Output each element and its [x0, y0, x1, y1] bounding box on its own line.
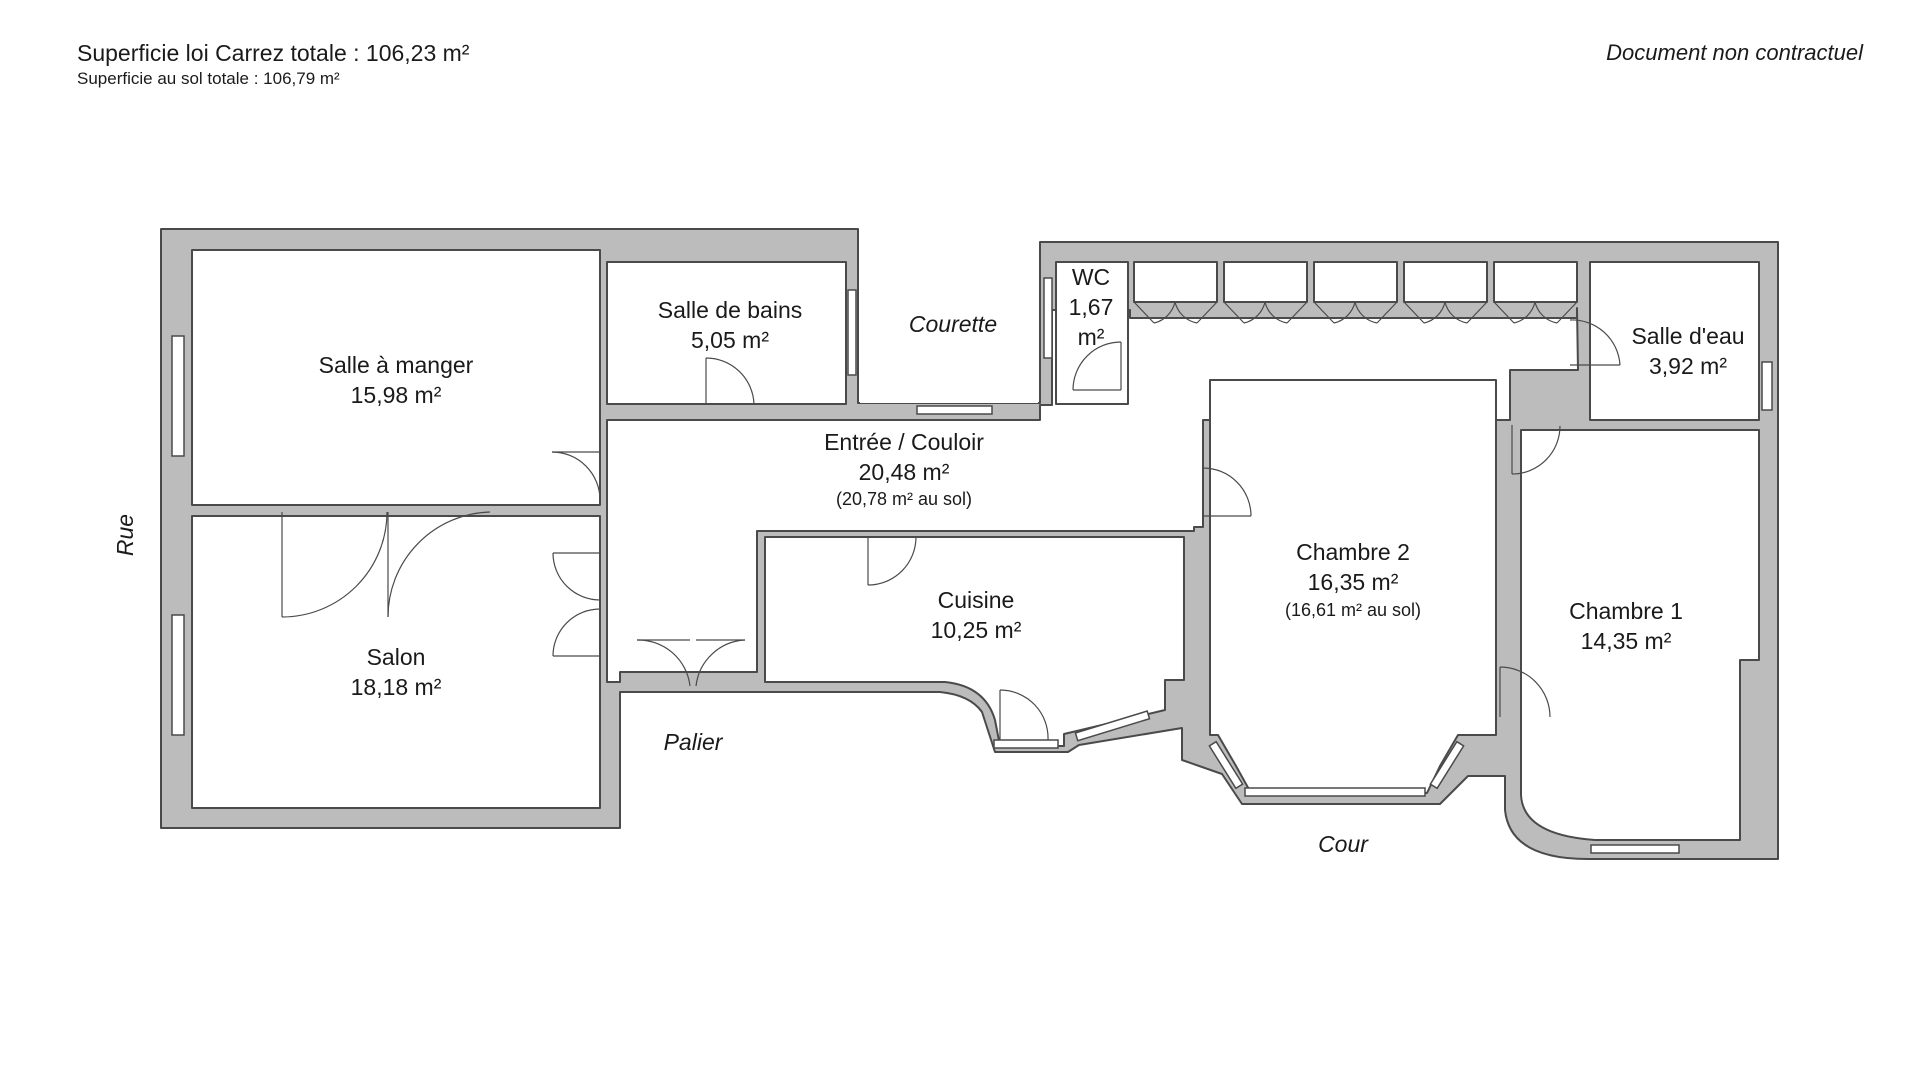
window-chambre-2-left — [1208, 740, 1244, 790]
label-salle-de-bains: Salle de bains — [658, 297, 803, 323]
room-wc — [1055, 261, 1129, 405]
room-chambre-2 — [1209, 379, 1497, 794]
disclaimer: Document non contractuel — [1606, 40, 1863, 65]
door-chambre-2[interactable] — [1202, 467, 1252, 517]
area-entree: 20,48 m² — [859, 459, 950, 485]
room-salle-de-bains — [606, 261, 847, 405]
area-wc-unit: m² — [1078, 324, 1105, 350]
room-salle-deau — [1589, 261, 1760, 421]
window-salle-a-manger — [171, 335, 185, 457]
label-courette: Courette — [909, 311, 997, 337]
room-salle-a-manger — [191, 249, 601, 506]
window-salon — [171, 614, 185, 736]
door-chambre-1-side[interactable] — [1499, 666, 1551, 718]
door-chambre-1-top[interactable] — [1511, 425, 1561, 475]
floor-area-chambre-2: (16,61 m² au sol) — [1285, 600, 1421, 620]
label-cuisine: Cuisine — [938, 587, 1015, 613]
door-wc[interactable] — [1072, 341, 1122, 391]
door-salon-double[interactable] — [281, 511, 491, 618]
area-chambre-1: 14,35 m² — [1581, 628, 1672, 654]
label-cour: Cour — [1318, 831, 1369, 857]
label-rue: Rue — [112, 514, 138, 556]
room-cuisine — [764, 536, 1185, 747]
door-salle-de-bains[interactable] — [705, 357, 755, 405]
door-salle-deau[interactable] — [1569, 319, 1621, 366]
floor-total: Superficie au sol totale : 106,79 m² — [77, 69, 340, 88]
door-cuisine-window[interactable] — [999, 689, 1049, 741]
room-salon — [191, 515, 601, 809]
label-salle-a-manger: Salle à manger — [319, 352, 474, 378]
surface-summary: Superficie loi Carrez totale : 106,23 m²… — [77, 38, 469, 90]
label-chambre-1: Chambre 1 — [1569, 598, 1683, 624]
closet-5 — [1493, 261, 1578, 303]
area-salle-de-bains: 5,05 m² — [691, 327, 769, 353]
carrez-total: Superficie loi Carrez totale : 106,23 m² — [77, 40, 470, 66]
room-courette — [860, 231, 1038, 403]
window-salle-de-bains-side — [847, 289, 857, 376]
label-entree: Entrée / Couloir — [824, 429, 984, 455]
window-courette — [916, 405, 993, 415]
closet-doors — [1133, 301, 1578, 324]
window-cuisine-2 — [1074, 710, 1151, 742]
closet-1 — [1133, 261, 1218, 303]
closet-3 — [1313, 261, 1398, 303]
floor-area-entree: (20,78 m² au sol) — [836, 489, 972, 509]
area-wc-value: 1,67 — [1069, 294, 1114, 320]
window-cuisine-1 — [993, 739, 1059, 749]
label-salle-deau: Salle d'eau — [1631, 323, 1744, 349]
label-salon: Salon — [367, 644, 426, 670]
window-wc — [1043, 277, 1053, 359]
door-salle-a-manger[interactable] — [551, 451, 601, 501]
area-salle-deau: 3,92 m² — [1649, 353, 1727, 379]
closet-2 — [1223, 261, 1308, 303]
door-palier-double[interactable] — [636, 639, 746, 687]
label-wc: WC — [1072, 264, 1110, 290]
label-chambre-2: Chambre 2 — [1296, 539, 1410, 565]
door-cuisine[interactable] — [867, 536, 917, 586]
area-chambre-2: 16,35 m² — [1308, 569, 1399, 595]
window-chambre-1 — [1590, 844, 1680, 854]
area-cuisine: 10,25 m² — [931, 617, 1022, 643]
window-salle-deau — [1761, 361, 1773, 411]
room-chambre-1 — [1520, 429, 1760, 841]
label-palier: Palier — [664, 729, 724, 755]
area-salon: 18,18 m² — [351, 674, 442, 700]
area-salle-a-manger: 15,98 m² — [351, 382, 442, 408]
window-chambre-2-front — [1244, 787, 1426, 797]
window-chambre-2-right — [1429, 740, 1465, 790]
door-salon-right-double[interactable] — [552, 552, 601, 657]
closet-4 — [1403, 261, 1488, 303]
